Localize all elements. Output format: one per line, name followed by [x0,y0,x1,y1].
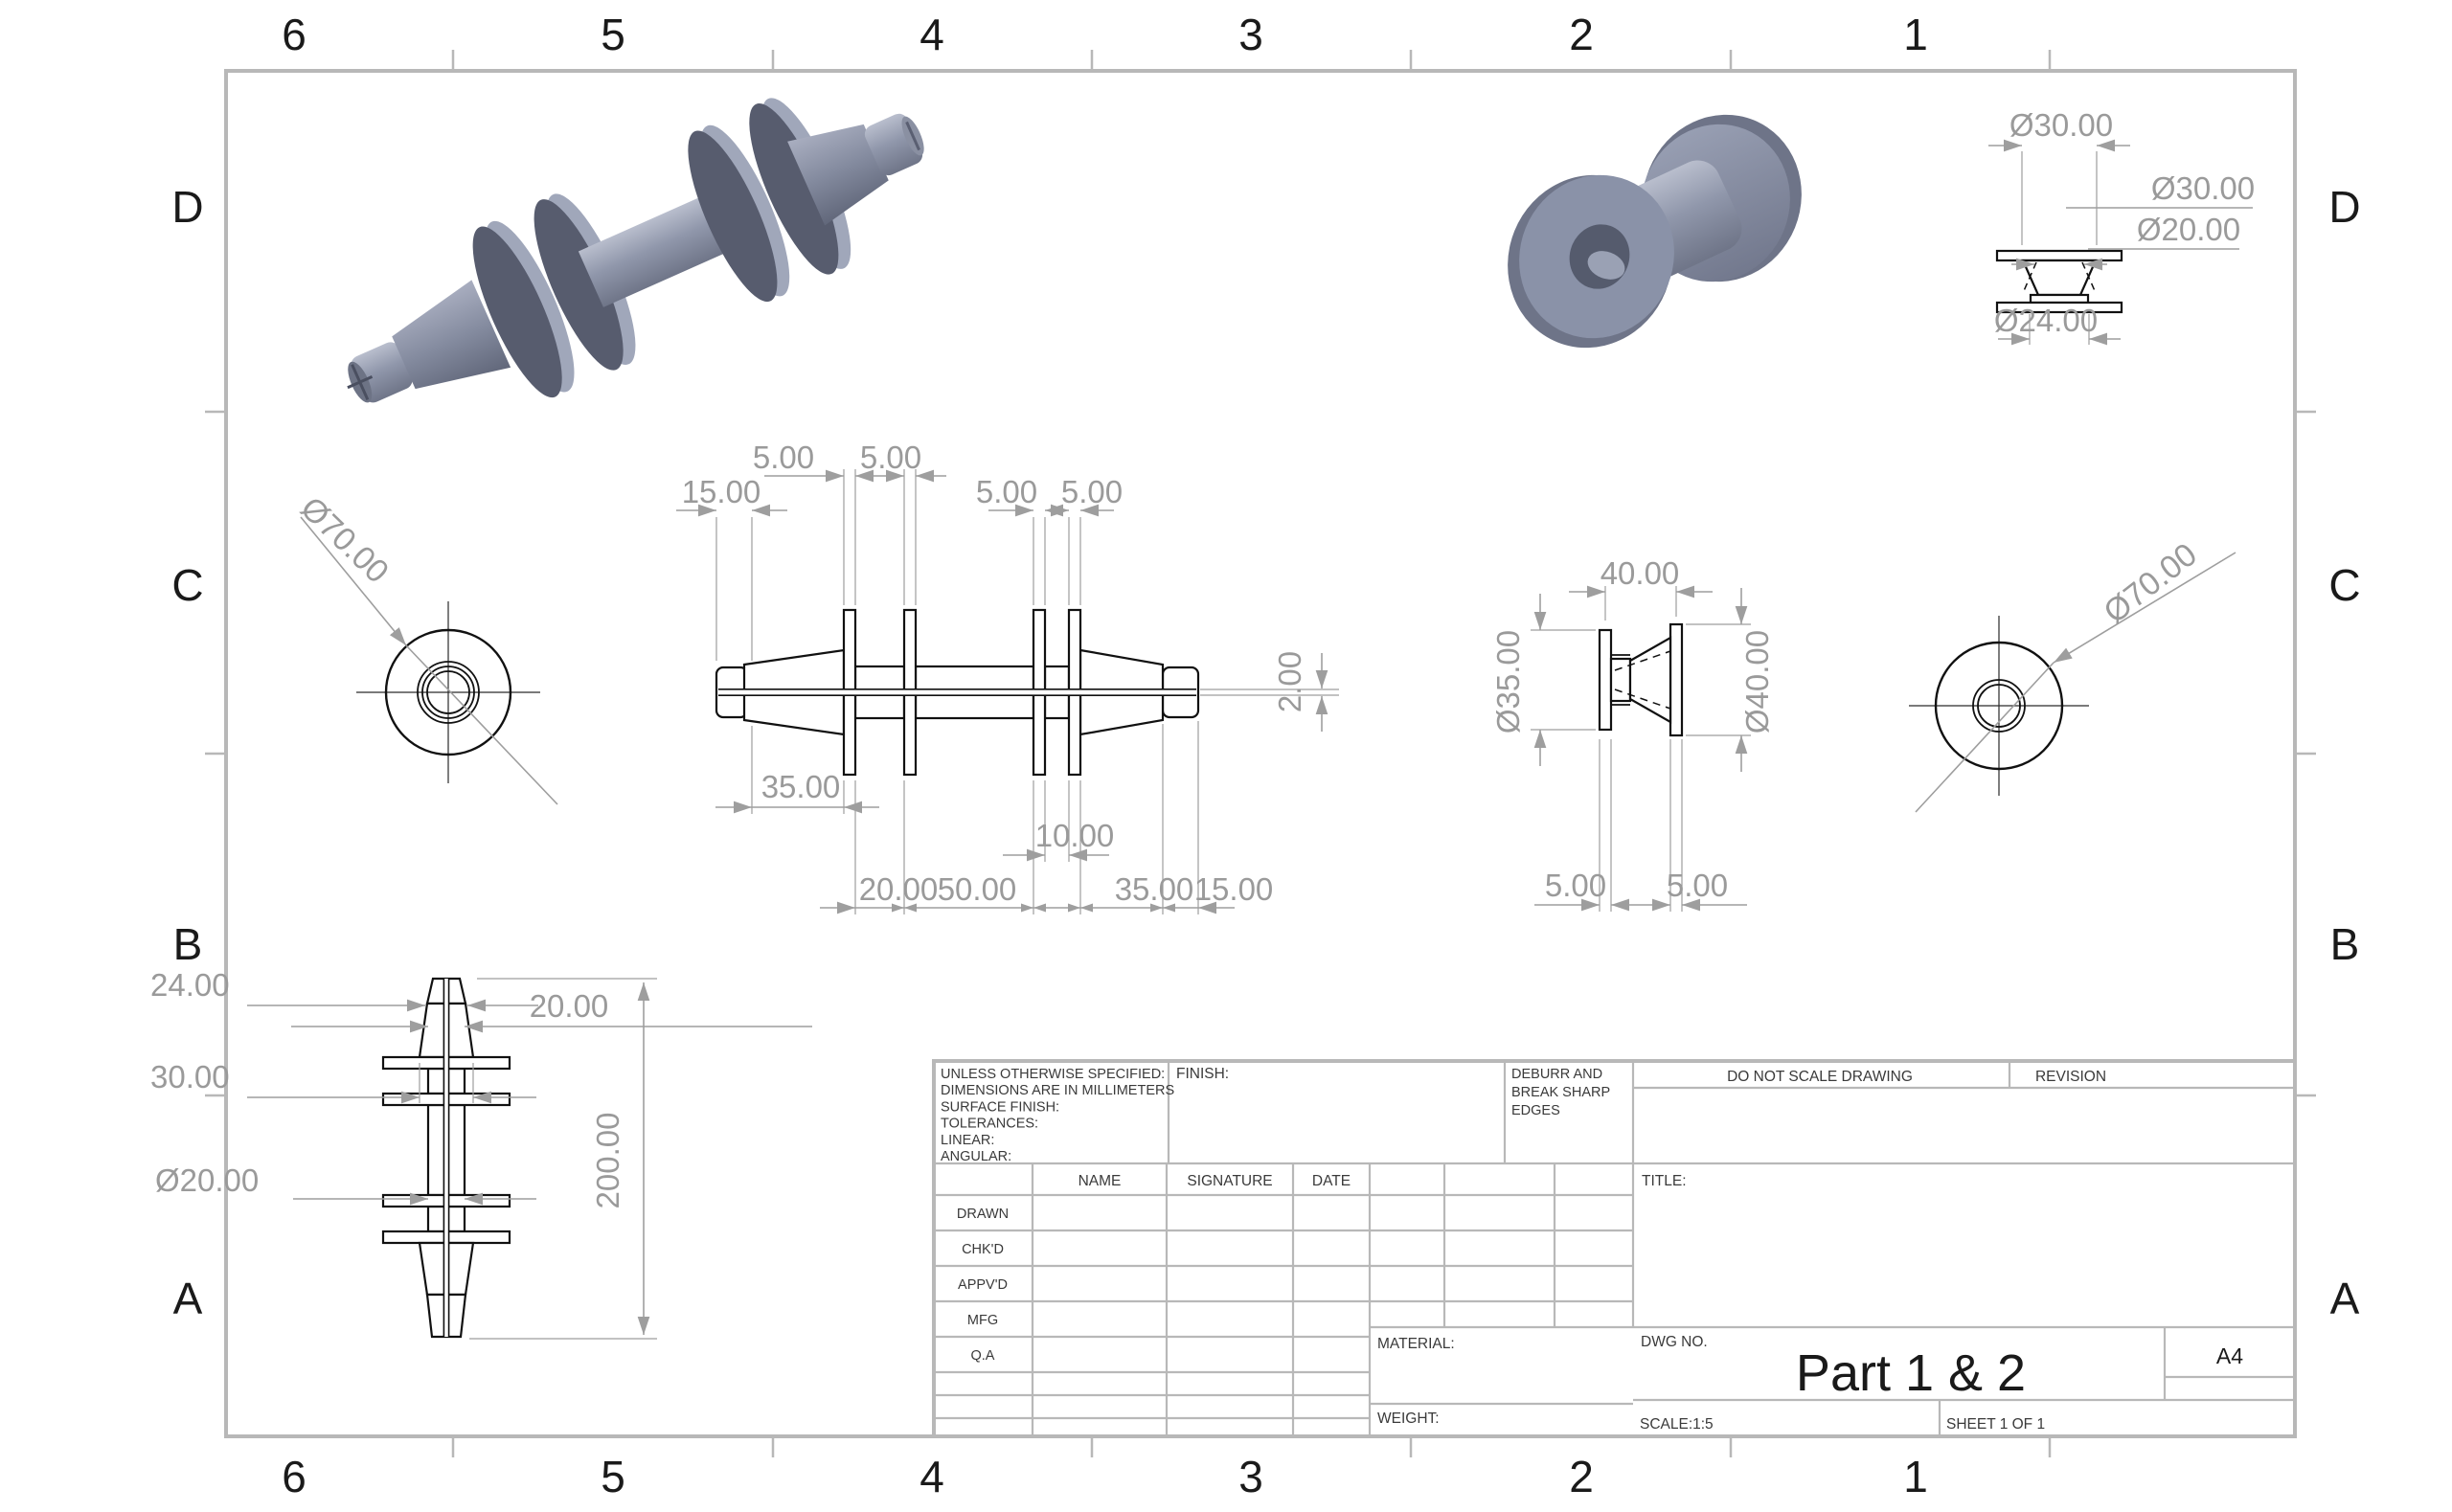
revision-label: REVISION [2035,1069,2106,1085]
deburr-note-line: DEBURR AND [1511,1067,1602,1082]
dims-part2-side [1531,585,1751,912]
dim-c-5a: 5.00 [753,440,814,475]
zone-row-left: A [173,1274,203,1323]
dim-viewB-dia70: Ø70.00 [2098,536,2204,631]
zone-row-right: B [2330,919,2360,969]
zone-col-top: 3 [1238,10,1263,59]
title-block-text: FINISH: DO NOT SCALE DRAWING REVISION NA… [957,1066,2243,1433]
dim-v-dia20: Ø20.00 [155,1162,259,1198]
zone-col-bottom: 3 [1238,1452,1263,1501]
dim-s-40: 40.00 [1601,555,1680,591]
zone-col-top: 2 [1569,10,1594,59]
sheet-label: SHEET 1 OF 1 [1946,1416,2045,1433]
dim-v-200: 200.00 [590,1113,625,1209]
dim-s-dia35: Ø35.00 [1490,630,1526,733]
dim-e-dia20: Ø20.00 [2137,212,2240,247]
render-3d-part1 [347,98,924,403]
view-part1-front [381,977,511,1339]
dim-s-5a: 5.00 [1545,868,1606,903]
row-appvd: APPV'D [958,1277,1008,1293]
tolerance-note-line: TOLERANCES: [941,1117,1038,1132]
zone-col-top: 1 [1903,10,1928,59]
tolerance-note-line: LINEAR: [941,1133,994,1148]
view-part2-end [1909,552,2236,813]
dim-v-24: 24.00 [150,967,230,1003]
dwg-no-value: Part 1 & 2 [1796,1344,2026,1402]
deburr-note-line: BREAK SHARP [1511,1085,1610,1100]
dim-c-5b: 5.00 [860,440,921,475]
row-chkd: CHK'D [962,1242,1004,1257]
dwg-no-label: DWG NO. [1641,1334,1708,1350]
zone-col-bottom: 2 [1569,1452,1594,1501]
row-drawn: DRAWN [957,1207,1009,1222]
dim-c-35b: 35.00 [1115,871,1194,907]
dim-c-15: 15.00 [682,474,761,509]
dim-s-5b: 5.00 [1667,868,1728,903]
dims-part1-front [247,978,812,1340]
weight-label: WEIGHT: [1377,1410,1440,1427]
dim-v-30: 30.00 [150,1059,230,1095]
render-3d-part2 [1508,114,1802,349]
view-part2-side [1598,622,1684,737]
dim-c-2: 2.00 [1272,651,1307,712]
zone-row-left: B [173,919,203,969]
scale-label: SCALE:1:5 [1640,1416,1714,1433]
chain-arrows [892,903,1175,913]
dim-c-50: 50.00 [938,871,1017,907]
title-label: TITLE: [1642,1173,1687,1189]
title-block [932,1059,2297,1438]
col-signature: SIGNATURE [1187,1173,1272,1189]
zone-col-top: 6 [282,10,306,59]
zone-row-right: A [2330,1274,2360,1323]
dim-viewA-dia70: Ø70.00 [293,490,396,591]
dim-c-15b: 15.00 [1194,871,1274,907]
deburr-note-line: EDGES [1511,1103,1560,1118]
do-not-scale-label: DO NOT SCALE DRAWING [1727,1069,1913,1085]
zone-col-bottom: 6 [282,1452,306,1501]
zone-row-right: C [2328,560,2360,610]
tolerance-note-line: ANGULAR: [941,1149,1011,1164]
col-name: NAME [1078,1173,1122,1189]
tolerance-note-line: UNLESS OTHERWISE SPECIFIED: [941,1067,1165,1082]
zone-col-top: 5 [601,10,625,59]
dims-part1-side [676,469,1339,914]
dim-c-5c: 5.00 [976,474,1037,509]
zone-col-bottom: 1 [1903,1452,1928,1501]
view-part1-end [300,516,558,805]
dim-c-20: 20.00 [859,871,939,907]
dim-v-20: 20.00 [530,988,609,1024]
view-part2-front [1995,249,2123,314]
row-mfg: MFG [967,1313,998,1328]
material-label: MATERIAL: [1377,1336,1455,1352]
tolerance-note-line: SURFACE FINISH: [941,1099,1059,1115]
dim-e-dia30b: Ø30.00 [2151,170,2255,206]
col-date: DATE [1312,1173,1351,1189]
zone-row-left: D [171,182,203,232]
zone-row-right: D [2328,182,2360,232]
dim-e-dia24: Ø24.00 [1994,303,2098,338]
tolerance-note-line: DIMENSIONS ARE IN MILLIMETERS [941,1083,1174,1098]
finish-label: FINISH: [1176,1066,1229,1082]
zone-row-left: C [171,560,203,610]
view-part1-side [715,608,1200,777]
zone-col-bottom: 5 [601,1452,625,1501]
dim-s-dia40: Ø40.00 [1739,630,1775,733]
dim-c-5d: 5.00 [1061,474,1123,509]
row-qa: Q.A [971,1348,995,1364]
zone-ticks [205,50,2316,1457]
dim-c-35a: 35.00 [761,769,841,804]
zone-col-top: 4 [920,10,944,59]
zone-col-bottom: 4 [920,1452,944,1501]
paper-size-badge: A4 [2216,1343,2243,1368]
dim-e-dia30a: Ø30.00 [2009,107,2113,143]
dims-part2-front [1988,139,2253,346]
note-text-layer: UNLESS OTHERWISE SPECIFIED:DIMENSIONS AR… [941,1067,1610,1164]
dim-c-10: 10.00 [1035,818,1115,853]
